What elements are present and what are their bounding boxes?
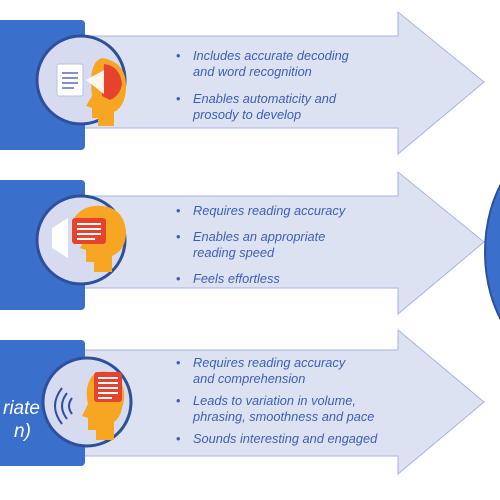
bullet-dot: • — [176, 48, 181, 63]
bullet-dot: • — [176, 393, 181, 408]
row-1-bullets: • Includes accurate decoding and word re… — [176, 48, 396, 123]
row-3-card-label-line-2: n) — [14, 421, 31, 442]
row-3-bullet-1: • Requires reading accuracy and comprehe… — [176, 355, 346, 386]
bullet-dot: • — [176, 431, 181, 446]
bullet-dot: • — [176, 271, 181, 286]
bullet-dot: • — [176, 203, 181, 218]
bullet-dot: • — [176, 355, 181, 370]
row-3-card-label-line-1: riate — [3, 398, 40, 419]
row-2-bullet-1: • Requires reading accuracy — [176, 203, 346, 218]
row-3-bullet-2: • Leads to variation in volume, phrasing… — [176, 393, 375, 424]
bullet-dot: • — [176, 229, 181, 244]
row-2-bullet-3: • Feels effortless — [176, 271, 280, 286]
row-1-bullet-2: • Enables automaticity and prosody to de… — [176, 91, 336, 122]
row-2-bullet-2: • Enables an appropriate reading speed — [176, 229, 326, 260]
row-1-bullet-1: • Includes accurate decoding and word re… — [176, 48, 349, 79]
bullet-dot: • — [176, 91, 181, 106]
row-3-bullet-3: • Sounds interesting and engaged — [176, 431, 378, 446]
row-2-bullets: • Requires reading accuracy • Enables an… — [176, 203, 396, 287]
row-3-bullets: • Requires reading accuracy and comprehe… — [176, 355, 406, 447]
